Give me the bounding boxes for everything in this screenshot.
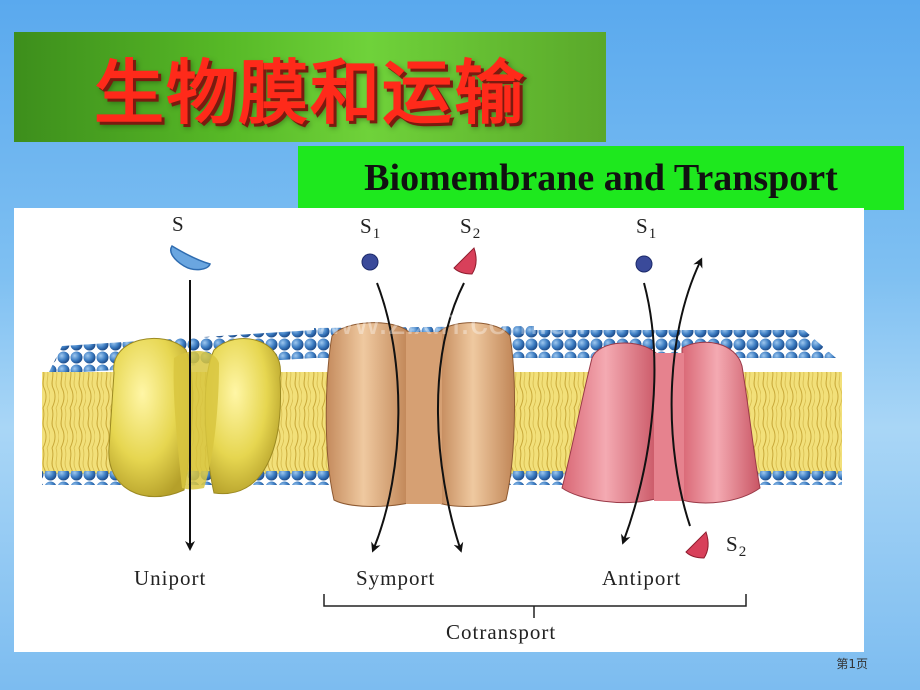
cotransport-bracket <box>323 594 747 618</box>
antiport-s2-label: S2 <box>726 532 748 561</box>
slide-subtitle: Biomembrane and Transport <box>364 157 838 199</box>
uniport-protein <box>108 337 281 498</box>
watermark: www.zixin.com.cn <box>301 301 586 342</box>
uniport-substrate-icon <box>170 244 211 271</box>
uniport-substrate-label: S <box>172 212 185 236</box>
symport-s1-label: S1 <box>360 214 382 243</box>
symport-label: Symport <box>356 566 436 590</box>
antiport-protein <box>561 341 761 504</box>
page-number: 第1页 <box>836 657 868 671</box>
antiport-label: Antiport <box>602 566 682 590</box>
antiport-s2-icon <box>685 531 709 559</box>
antiport-s1-icon <box>635 255 653 273</box>
cotransport-label: Cotransport <box>446 620 557 644</box>
antiport-s2-arrow <box>670 257 703 527</box>
uniport-label: Uniport <box>134 566 207 590</box>
symport-s1-arrow <box>371 282 400 553</box>
symport-protein <box>325 322 515 507</box>
title-banner: 生物膜和运输 <box>14 32 606 142</box>
transport-arrows <box>185 257 703 553</box>
antiport-s1-arrow <box>621 282 656 545</box>
slide-title: 生物膜和运输 <box>94 51 526 134</box>
membrane-transport-diagram: www.zixin.com.cn S S1 S2 S1 S2 Uniport S… <box>14 208 864 652</box>
symport-s2-label: S2 <box>460 214 482 243</box>
symport-s2-icon <box>453 247 477 275</box>
symport-s2-arrow <box>436 282 465 553</box>
diagram-graphic: www.zixin.com.cn <box>42 244 842 618</box>
subtitle-banner: Biomembrane and Transport <box>298 146 904 210</box>
symport-s1-icon <box>361 253 379 271</box>
antiport-s1-label: S1 <box>636 214 658 243</box>
